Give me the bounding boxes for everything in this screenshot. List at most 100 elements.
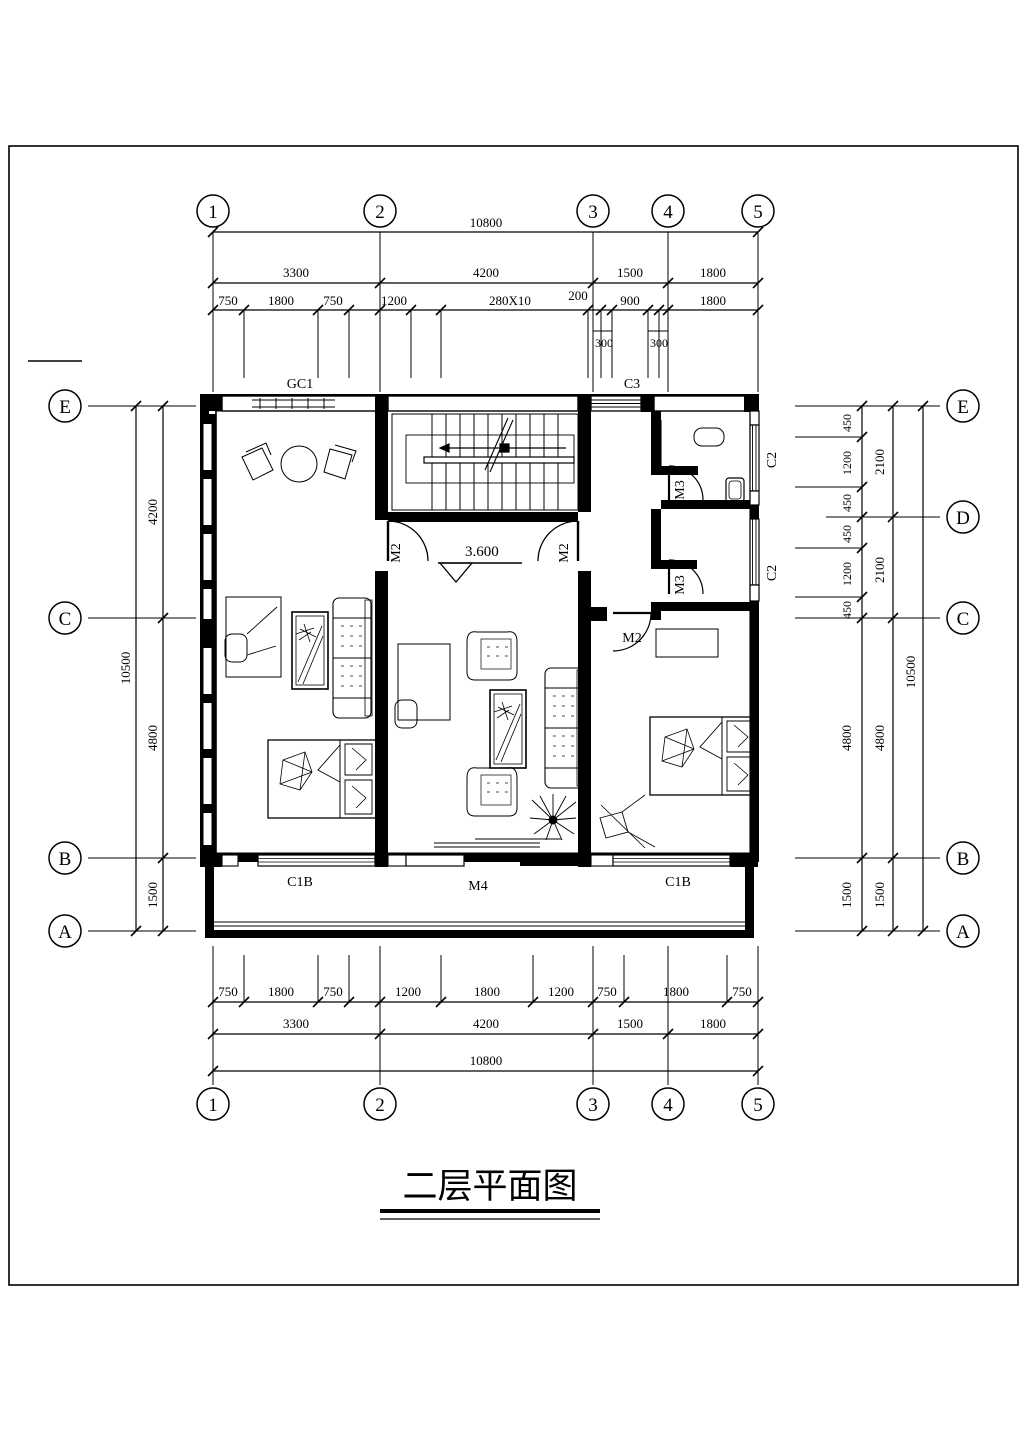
right-bay-dim-1: 4800 <box>839 725 854 751</box>
balcony-rail <box>214 921 745 927</box>
wardrobe-left <box>291 611 329 690</box>
column-a4 <box>641 394 654 412</box>
bottom-bay-dim-1: 3300 <box>283 1016 309 1031</box>
grid-bubble-3 <box>576 194 610 228</box>
grid-label-bottom-4: 4 <box>663 1095 673 1116</box>
left-bay-dim-3: 1500 <box>145 882 160 908</box>
bottom-detail-dim-2: 1800 <box>268 984 294 999</box>
top-detail-dim-2: 1800 <box>268 293 294 308</box>
top-wall-band <box>387 395 579 412</box>
room-outlines <box>216 410 751 854</box>
window-gc1 <box>221 395 379 412</box>
bottom-detail-dim-9: 750 <box>732 984 752 999</box>
armchair-2 <box>323 448 353 480</box>
chair-left <box>224 633 248 663</box>
window-c2-lower <box>749 518 760 586</box>
label-gc1: GC1 <box>287 377 313 392</box>
grid-bubble-5 <box>741 194 775 228</box>
right-detail-dim-5: 1200 <box>840 562 854 586</box>
sofa-left <box>332 597 373 719</box>
label-c1b-right: C1B <box>665 875 691 890</box>
top-wall-band-right <box>653 395 751 412</box>
door-m2-left: M2 <box>386 520 429 563</box>
column-a5 <box>744 394 759 412</box>
window-gc1-mullions <box>252 398 335 409</box>
desk-right <box>655 628 719 658</box>
label-c2-upper: C2 <box>765 452 780 468</box>
right-detail-dim-1: 450 <box>840 414 854 432</box>
furniture-right <box>599 427 759 849</box>
top-detail-small-2: 300 <box>650 336 668 350</box>
grid-bubble-2 <box>363 194 397 228</box>
bottom-detail-dim-7: 750 <box>597 984 617 999</box>
armchair-center-bottom <box>466 767 518 817</box>
label-m2-bedroom: M2 <box>622 631 641 646</box>
armchair-2-back <box>334 444 357 463</box>
grid-label-bottom-1: 1 <box>208 1095 218 1116</box>
top-detail-dim-8: 1800 <box>700 293 726 308</box>
toilet <box>725 477 745 503</box>
grid-bubbles-right: E D C B A <box>946 389 980 948</box>
bottom-detail-dim-6: 1200 <box>548 984 574 999</box>
grid-bubble-1 <box>196 194 230 228</box>
floor-plan-body: GC1 C3 <box>200 377 780 938</box>
label-m3-upper: M3 <box>673 480 688 499</box>
grid-bubble-left-e <box>48 389 82 423</box>
armchair-center-top <box>466 631 518 681</box>
grid-label-right-d: D <box>956 508 970 529</box>
window-c1b-right <box>612 854 731 867</box>
door-m4-leaves <box>434 838 562 848</box>
level-marker-value: 3.600 <box>465 544 499 560</box>
bottom-bay-dim-4: 1800 <box>700 1016 726 1031</box>
plant-center <box>529 794 577 841</box>
column-a3 <box>578 394 591 412</box>
grid-label-bottom-2: 2 <box>375 1095 385 1116</box>
window-c2-upper <box>749 424 760 492</box>
label-m3-lower: M3 <box>673 575 688 594</box>
grid-bubble-right-c <box>946 601 980 635</box>
door-m4 <box>405 854 465 867</box>
staircase <box>391 413 579 511</box>
grid-label-top-2: 2 <box>375 202 385 223</box>
grid-bubble-right-a <box>946 914 980 948</box>
top-detail-dim-7: 900 <box>620 293 640 308</box>
drawing-title: 二层平面图 <box>402 1167 577 1207</box>
top-detail-dim-5: 280X10 <box>489 293 531 308</box>
bed-left <box>267 739 377 819</box>
furniture-upper-left <box>241 442 357 483</box>
grid-label-right-b: B <box>957 849 970 870</box>
grid-bubbles-bottom: 1 2 3 4 5 <box>196 1087 775 1121</box>
grid-label-left-c: C <box>59 609 72 630</box>
grid-label-bottom-5: 5 <box>753 1095 763 1116</box>
top-bay-dim-3: 1500 <box>617 265 643 280</box>
top-detail-small-1: 300 <box>595 336 613 350</box>
bottom-detail-dim-8: 1800 <box>663 984 689 999</box>
left-dimension-block: 4200 4800 1500 10500 E C B A <box>48 389 196 948</box>
bathtub <box>693 427 725 447</box>
grid-label-top-1: 1 <box>208 202 218 223</box>
grid-bubble-4 <box>651 194 685 228</box>
grid-bubbles-left: E C B A <box>48 389 82 948</box>
sheet-border <box>8 145 1019 1286</box>
grid-label-right-a: A <box>956 922 970 943</box>
right-mid-dim-2: 2100 <box>872 557 887 583</box>
grid-label-top-3: 3 <box>588 202 598 223</box>
window-c3-mullions <box>591 399 641 408</box>
right-mid-dim-3: 4800 <box>872 725 887 751</box>
furniture-left-room <box>224 596 377 819</box>
door-m3-lower: M3 <box>667 559 704 595</box>
right-detail-dim-3: 450 <box>840 494 854 512</box>
column-b1 <box>200 853 222 867</box>
bed-right <box>649 716 759 796</box>
right-bay-dim-2: 1500 <box>839 882 854 908</box>
furniture-center-hall <box>394 631 585 841</box>
sofa-center <box>544 667 585 789</box>
round-table <box>280 445 318 483</box>
door-m2-right: M2 <box>537 520 580 563</box>
window-c1b-left <box>257 854 376 867</box>
grid-bubble-left-a <box>48 914 82 948</box>
top-dimension-block: 10800 3300 4200 1500 1800 750 1800 750 1… <box>196 194 775 392</box>
label-c3: C3 <box>624 377 640 392</box>
